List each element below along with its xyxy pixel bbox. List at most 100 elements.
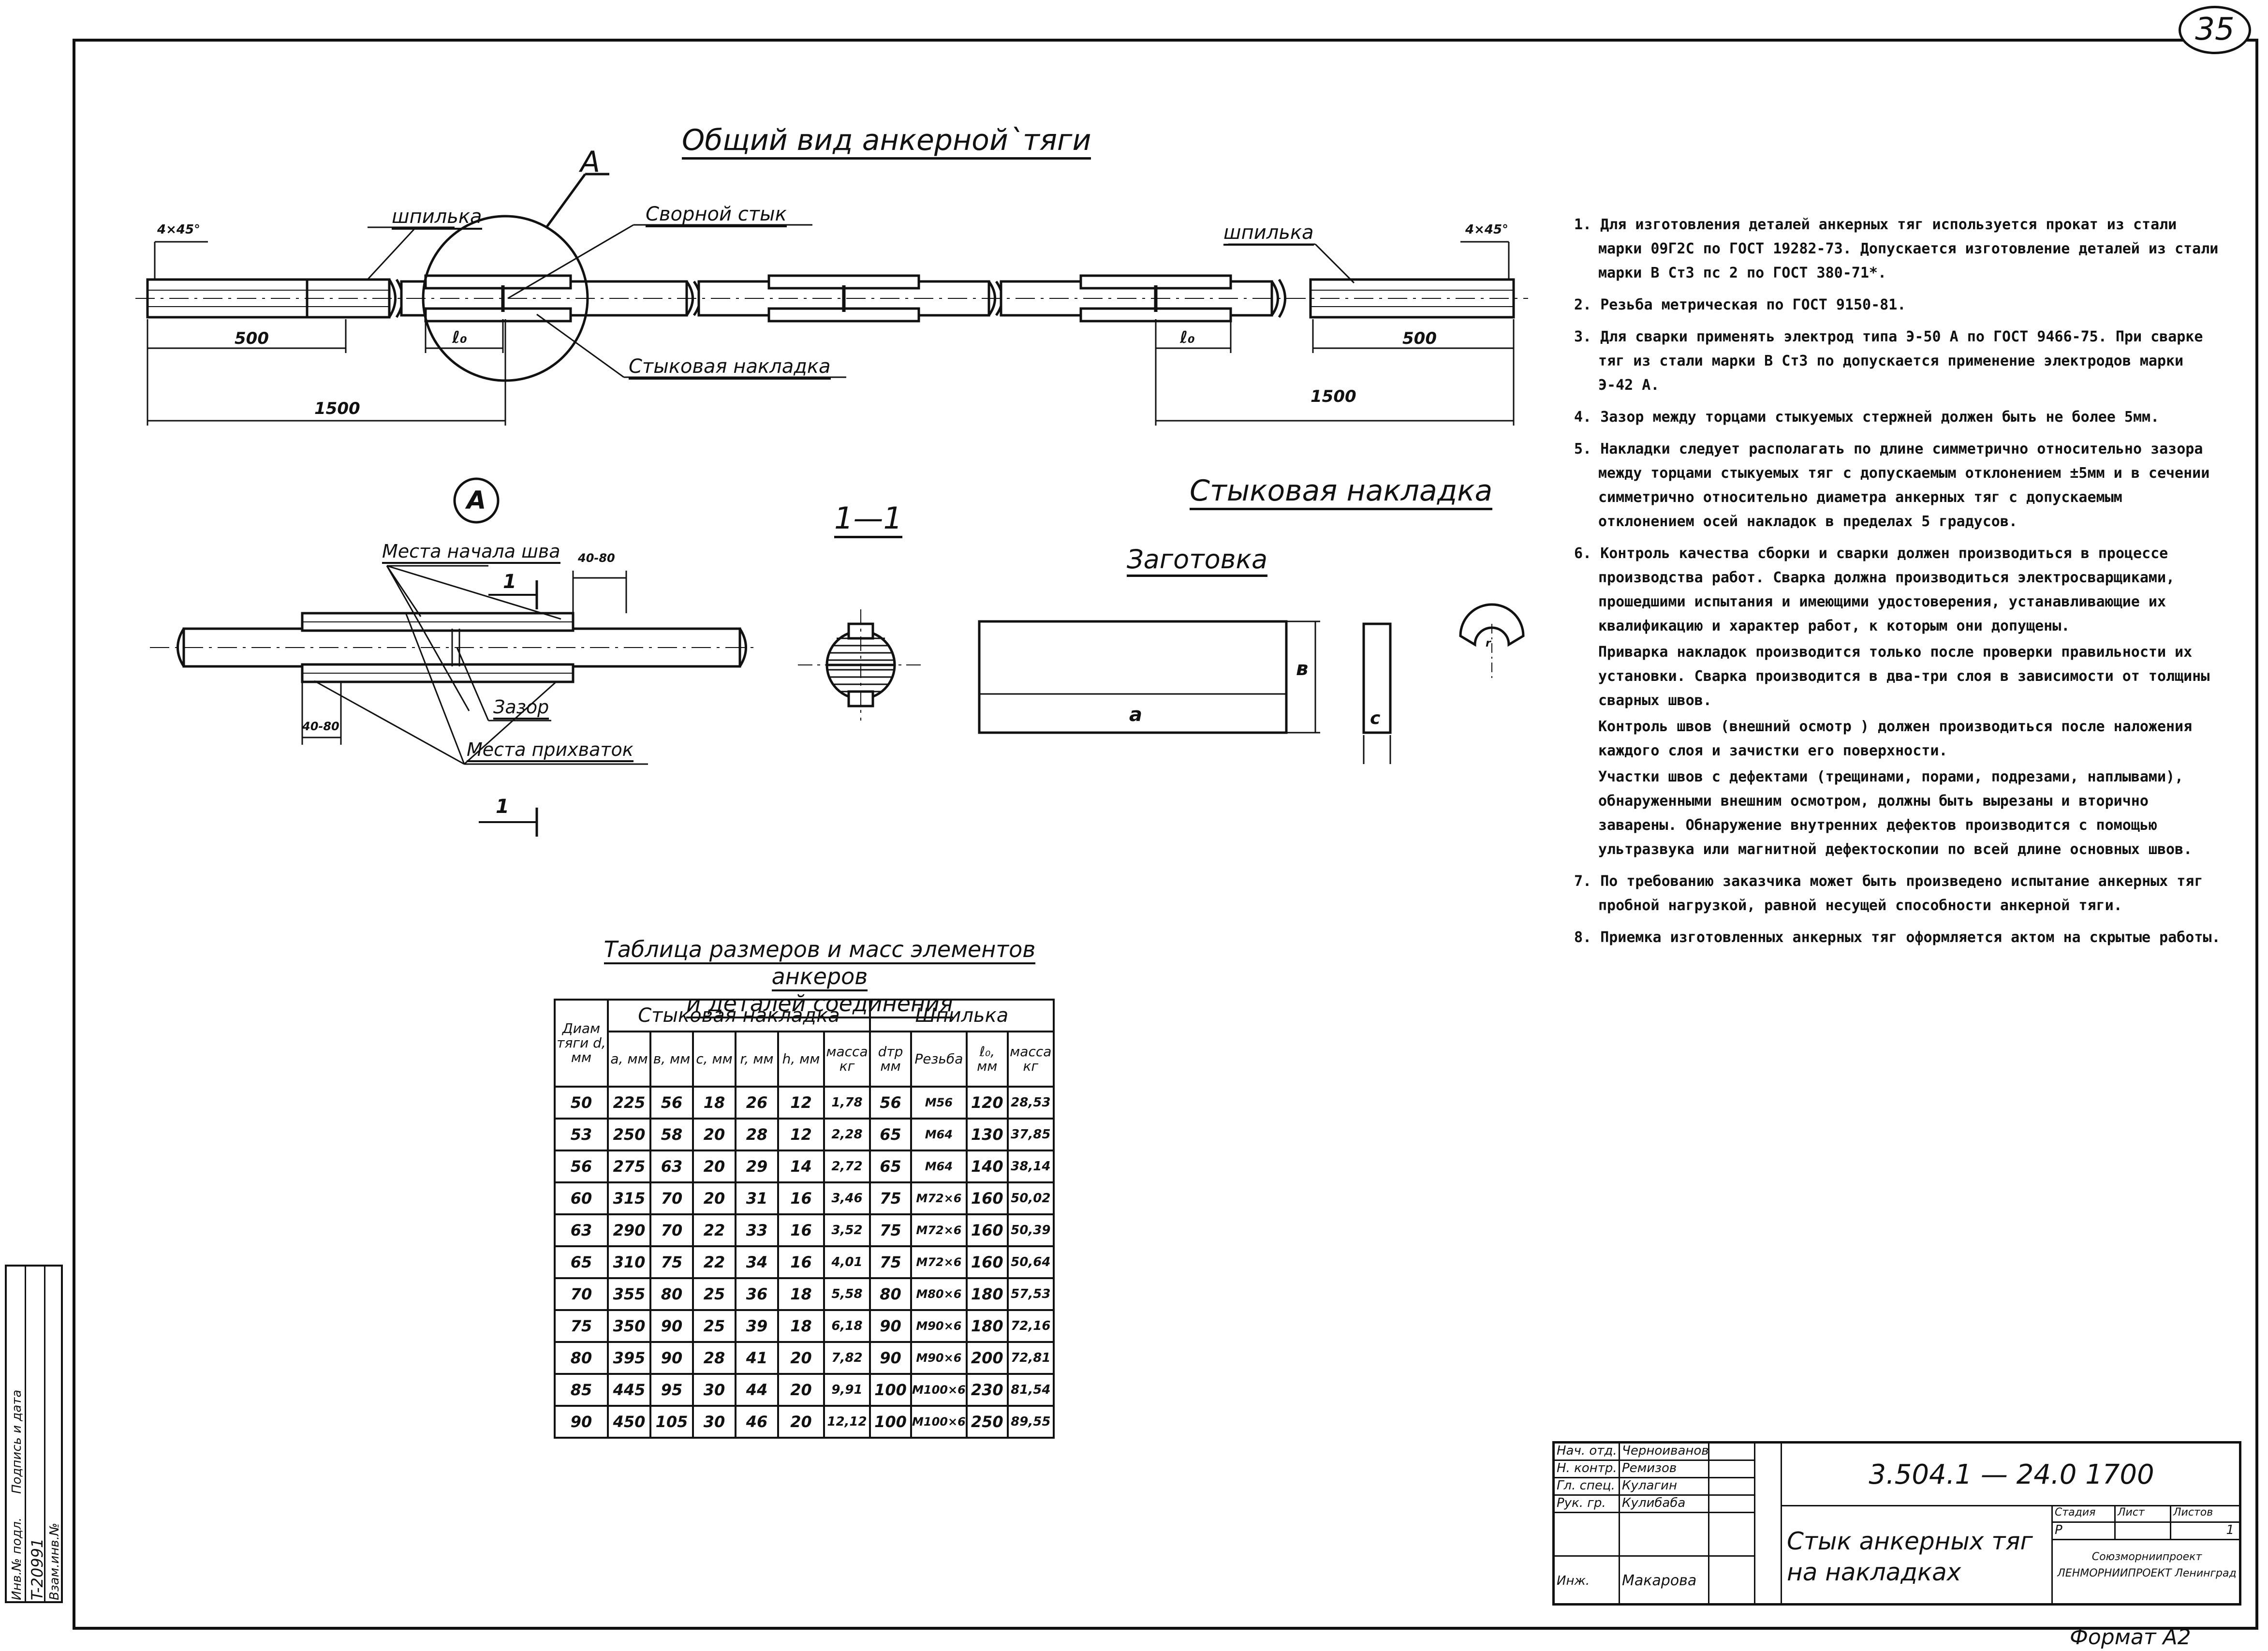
- cut-mark-bottom: 1: [496, 796, 509, 818]
- detail-a-marker: A: [467, 486, 486, 515]
- side-signature-label: Подпись и дата: [10, 1389, 24, 1494]
- table-cell: 230: [965, 1373, 1009, 1407]
- table-cell: 275: [607, 1150, 651, 1183]
- table-cell: 315: [607, 1181, 651, 1215]
- table-cell: 310: [607, 1245, 651, 1279]
- table-cell: 30: [692, 1373, 736, 1407]
- table-cell: 90: [649, 1341, 694, 1375]
- drawing-title: Общий вид анкерной`тяги: [682, 123, 1091, 160]
- table-cell: 120: [965, 1086, 1009, 1120]
- col-l0: ℓ₀, мм: [965, 1031, 1009, 1088]
- table-cell: М64: [910, 1150, 968, 1183]
- table-cell: 180: [965, 1309, 1009, 1343]
- note-3: 3. Для сварки применять электрод типа Э-…: [1574, 328, 2203, 394]
- table-cell: 5,58: [823, 1277, 871, 1311]
- table-cell: 90: [649, 1309, 694, 1343]
- table-cell: 31: [735, 1181, 779, 1215]
- dim-1500-right: 1500: [1311, 387, 1356, 406]
- table-cell: 250: [607, 1118, 651, 1151]
- table-cell: 130: [965, 1118, 1009, 1151]
- weld-start-label: Места начала шва: [382, 541, 560, 564]
- table-cell: 90: [869, 1309, 912, 1343]
- table-cell: 80: [869, 1277, 912, 1311]
- table-cell: 34: [735, 1245, 779, 1279]
- table-cell: 100: [869, 1373, 912, 1407]
- table-cell: М72×6: [910, 1213, 968, 1247]
- side-replace-label: Взам.инв.№: [47, 1523, 62, 1600]
- stamp-sheet: [2116, 1523, 2171, 1540]
- callout-a-label: A: [580, 145, 601, 179]
- table-cell: 56: [869, 1086, 912, 1120]
- table-cell: 22: [692, 1213, 736, 1247]
- table-cell: 20: [692, 1150, 736, 1183]
- table-cell: 75: [869, 1181, 912, 1215]
- table-cell: 75: [554, 1309, 609, 1343]
- table-cell: М90×6: [910, 1309, 968, 1343]
- table-cell: 81,54: [1006, 1373, 1055, 1407]
- dim-500-right: 500: [1402, 329, 1437, 348]
- col-b: в, мм: [649, 1031, 694, 1088]
- table-cell: 41: [735, 1341, 779, 1375]
- table-cell: 70: [649, 1213, 694, 1247]
- table-cell: 63: [554, 1213, 609, 1247]
- table-cell: 250: [965, 1405, 1009, 1439]
- table-cell: 80: [554, 1341, 609, 1375]
- note-6-para-4: Участки швов с дефектами (трещинами, пор…: [1598, 768, 2193, 858]
- table-cell: 16: [777, 1213, 825, 1247]
- table-cell: 26: [735, 1086, 779, 1120]
- table-cell: 160: [965, 1245, 1009, 1279]
- side-stamp: Инв.№ подл. T-20991 Подпись и дата Взам.…: [5, 1265, 63, 1603]
- col-h: h, мм: [777, 1031, 825, 1088]
- stamp-org: Союзморниипроект ЛЕНМОРНИИПРОЕКТ Ленингр…: [2057, 1551, 2237, 1579]
- table-cell: 25: [692, 1309, 736, 1343]
- tack-spots-label: Места прихваток: [467, 739, 633, 762]
- col-r: r, мм: [735, 1031, 779, 1088]
- note-6-para-3: Контроль швов (внешний осмотр ) должен п…: [1598, 718, 2193, 759]
- group-butt-plate: Стыковая накладка: [607, 999, 871, 1032]
- table-cell: 25: [692, 1277, 736, 1311]
- gap-label: Зазор: [493, 696, 549, 720]
- table-cell: 18: [777, 1309, 825, 1343]
- table-cell: М72×6: [910, 1245, 968, 1279]
- table-cell: 6,18: [823, 1309, 871, 1343]
- table-cell: 22: [692, 1245, 736, 1279]
- side-inv-label: Инв.№ подл.: [10, 1517, 24, 1600]
- note-4: 4. Зазор между торцами стыкуемых стержне…: [1574, 409, 2160, 426]
- table-cell: 140: [965, 1150, 1009, 1183]
- table-cell: 160: [965, 1213, 1009, 1247]
- butt-plate-label: Стыковая накладка: [629, 355, 831, 380]
- table-cell: 2,72: [823, 1150, 871, 1183]
- table-cell: 350: [607, 1309, 651, 1343]
- title-block: Нач. отд. Черноиванов Н. контр. Ремизов …: [1552, 1441, 2241, 1606]
- side-inv-value: T-20991: [28, 1538, 46, 1600]
- table-cell: 53: [554, 1118, 609, 1151]
- note-2: 2. Резьба метрическая по ГОСТ 9150-81.: [1574, 296, 1906, 313]
- table-cell: М72×6: [910, 1181, 968, 1215]
- table-cell: 30: [692, 1405, 736, 1439]
- table-cell: 57,53: [1006, 1277, 1055, 1311]
- col-a: a, мм: [607, 1031, 651, 1088]
- table-cell: 75: [649, 1245, 694, 1279]
- table-cell: 70: [649, 1181, 694, 1215]
- table-cell: 450: [607, 1405, 651, 1439]
- col-d-tr: dтр мм: [869, 1031, 912, 1088]
- chamfer-left: 4×45°: [157, 222, 201, 237]
- table-cell: 28: [692, 1341, 736, 1375]
- table-cell: 14: [777, 1150, 825, 1183]
- stamp-title: Стык анкерных тяг на накладках: [1782, 1506, 2053, 1605]
- table-cell: 72,16: [1006, 1309, 1055, 1343]
- table-cell: 63: [649, 1150, 694, 1183]
- table-cell: 46: [735, 1405, 779, 1439]
- table-cell: 29: [735, 1150, 779, 1183]
- stamp-stage: Р: [2053, 1523, 2116, 1540]
